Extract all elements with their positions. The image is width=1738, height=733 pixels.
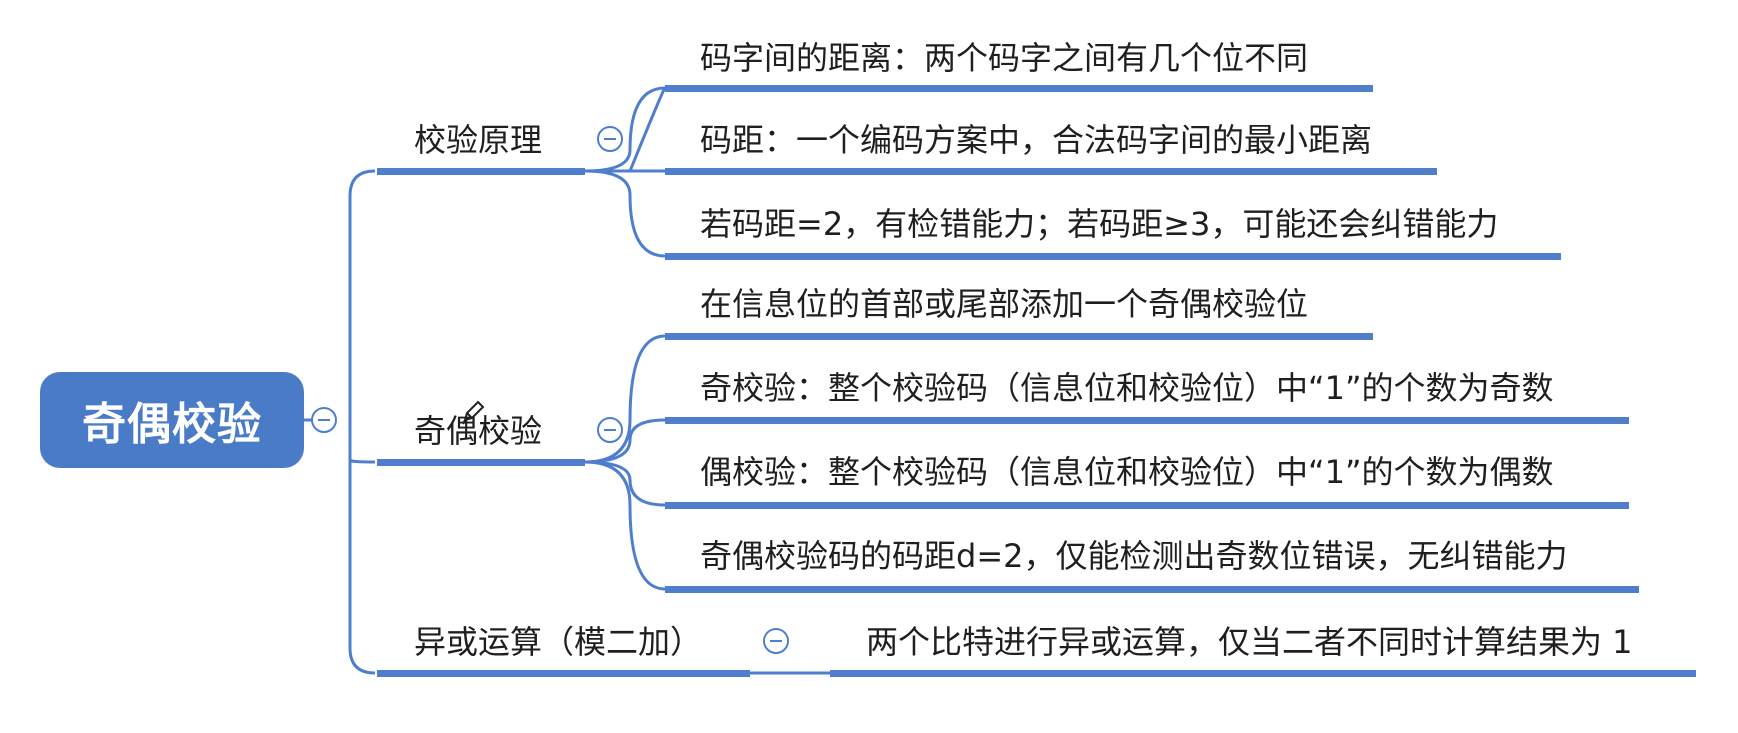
- leaf-codeword-distance[interactable]: 码字间的距离：两个码字之间有几个位不同: [700, 39, 1309, 77]
- leaf-underline: [665, 253, 1561, 260]
- leaf-code-distance[interactable]: 码距：一个编码方案中，合法码字间的最小距离: [700, 121, 1373, 159]
- branch-label-parity-check[interactable]: 奇偶校验: [414, 412, 543, 450]
- root-collapse-icon[interactable]: [311, 407, 337, 433]
- branch-principle-collapse-icon[interactable]: [597, 126, 623, 152]
- leaf-add-parity-bit[interactable]: 在信息位的首部或尾部添加一个奇偶校验位: [700, 285, 1309, 323]
- leaf-underline: [665, 417, 1629, 424]
- branch-underline: [377, 670, 750, 677]
- branch-underline: [377, 168, 585, 175]
- leaf-even-parity[interactable]: 偶校验：整个校验码（信息位和校验位）中“1”的个数为偶数: [700, 453, 1554, 491]
- branch-xor-collapse-icon[interactable]: [763, 628, 789, 654]
- leaf-underline: [830, 670, 1696, 677]
- pencil-cursor-icon: [462, 400, 485, 425]
- leaf-error-capability[interactable]: 若码距=2，有检错能力；若码距≥3，可能还会纠错能力: [700, 205, 1499, 243]
- branch-label-xor[interactable]: 异或运算（模二加）: [414, 623, 703, 661]
- leaf-parity-code-distance[interactable]: 奇偶校验码的码距d=2，仅能检测出奇数位错误，无纠错能力: [700, 537, 1568, 575]
- branch-underline: [377, 459, 585, 466]
- branch-label-principle[interactable]: 校验原理: [414, 121, 543, 159]
- root-node[interactable]: 奇偶校验: [40, 372, 304, 468]
- leaf-xor-definition[interactable]: 两个比特进行异或运算，仅当二者不同时计算结果为 1: [866, 623, 1633, 661]
- leaf-underline: [665, 586, 1639, 593]
- leaf-underline: [665, 85, 1373, 92]
- leaf-underline: [665, 333, 1373, 340]
- branch-parity-collapse-icon[interactable]: [597, 417, 623, 443]
- leaf-underline: [665, 168, 1437, 175]
- leaf-underline: [665, 502, 1629, 509]
- leaf-odd-parity[interactable]: 奇校验：整个校验码（信息位和校验位）中“1”的个数为奇数: [700, 369, 1554, 407]
